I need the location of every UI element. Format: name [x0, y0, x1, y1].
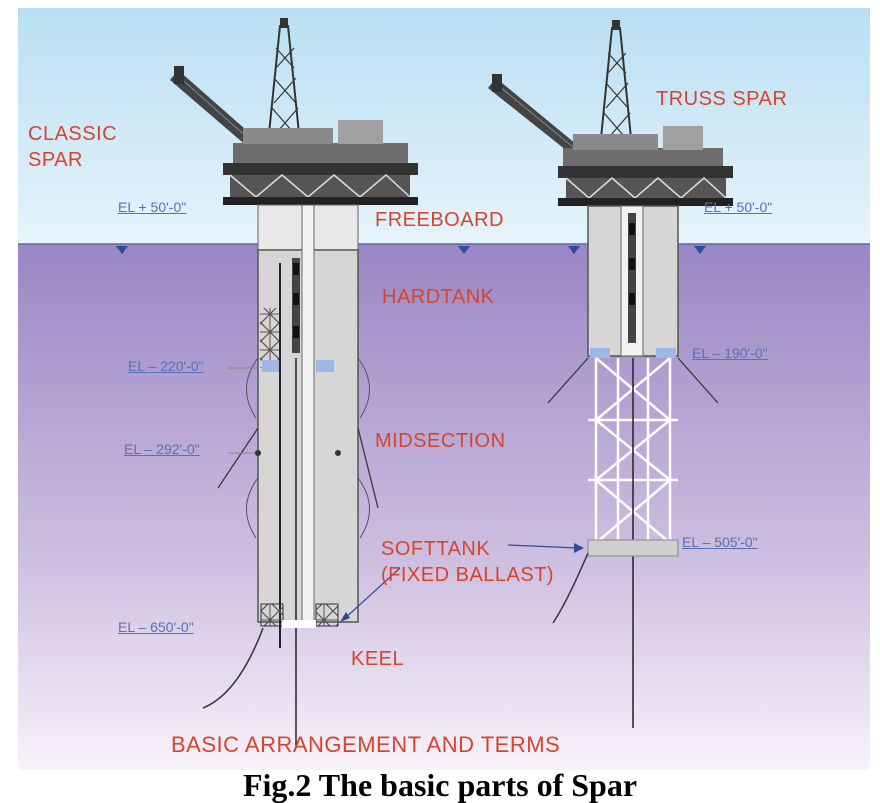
classic-elevation-220: EL – 220'-0" [128, 358, 204, 374]
keel-label: KEEL [351, 648, 405, 670]
classic-elevation-650: EL – 650'-0" [118, 619, 194, 635]
midsection-label: MIDSECTION [375, 430, 506, 452]
truss-spar-label: TRUSS SPAR [656, 88, 788, 110]
spar-diagram: CLASSIC SPAR TRUSS SPAR FREEBOARD HARDTA… [18, 8, 870, 770]
diagram-title: BASIC ARRANGEMENT AND TERMS [171, 732, 561, 757]
figure-caption: Fig.2 The basic parts of Spar [242, 767, 638, 803]
freeboard-label: FREEBOARD [375, 209, 504, 231]
classic-elevation-top: EL + 50'-0" [118, 199, 187, 215]
hardtank-label: HARDTANK [382, 286, 495, 308]
sea [18, 244, 870, 770]
truss-elevation-190: EL – 190'-0" [692, 345, 768, 361]
softtank-label: SOFTTANK (FIXED BALLAST) [381, 538, 555, 586]
truss-elevation-top: EL + 50'-0" [704, 199, 773, 215]
truss-elevation-505: EL – 505'-0" [682, 534, 758, 550]
truss-spar [488, 20, 733, 728]
classic-spar-label: CLASSIC SPAR [28, 123, 118, 171]
classic-spar [170, 18, 418, 748]
classic-elevation-292: EL – 292'-0" [124, 441, 200, 457]
spar-diagram-svg [18, 8, 870, 770]
